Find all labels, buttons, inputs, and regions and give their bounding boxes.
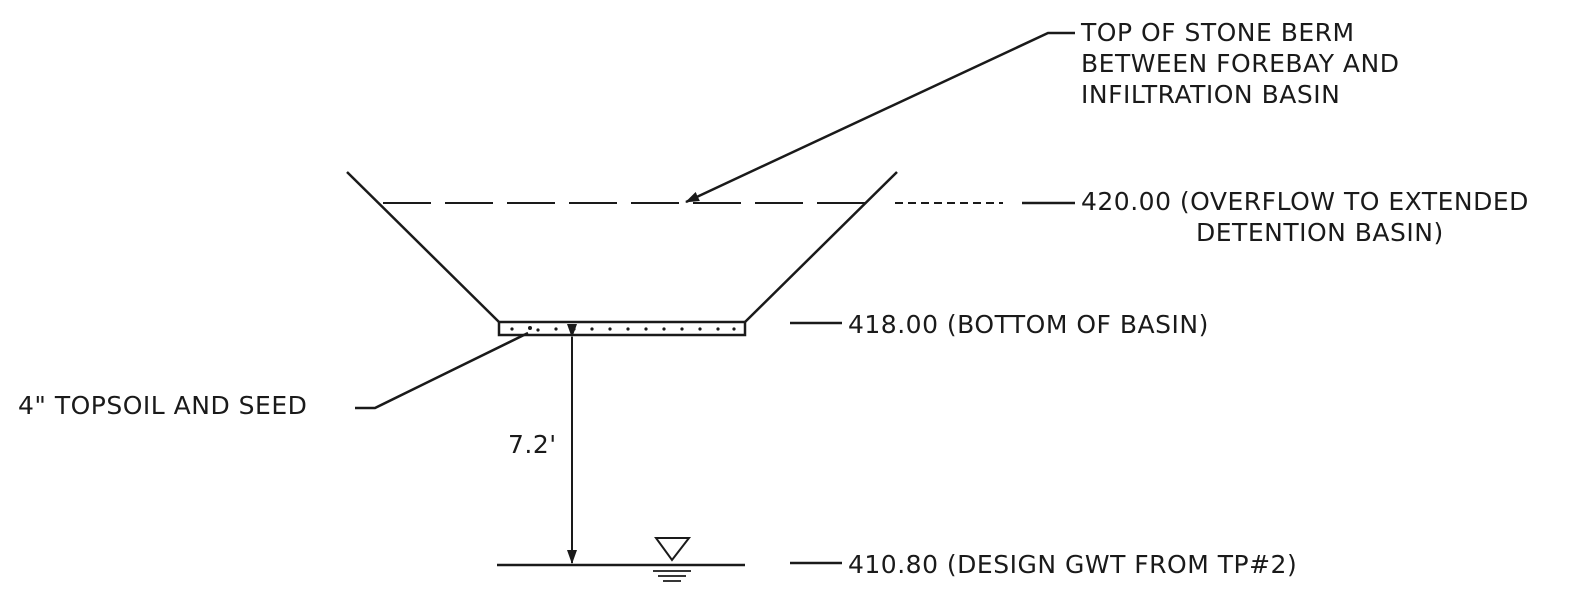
berm-label: TOP OF STONE BERM BETWEEN FOREBAY AND IN… [1081,17,1399,110]
berm-leader-arrow [685,31,1075,204]
bottom-of-basin-label: 418.00 (BOTTOM OF BASIN) [848,310,1209,339]
topsoil-dots [510,326,736,332]
depth-dimension-label: 7.2' [508,430,557,459]
berm-label-line-3: INFILTRATION BASIN [1081,80,1341,109]
topsoil-leader [355,331,529,410]
right-side-slope [743,171,898,324]
groundwater-label: 410.80 (DESIGN GWT FROM TP#2) [848,550,1298,579]
overflow-label: 420.00 (OVERFLOW TO EXTENDED DETENTION B… [1081,186,1529,248]
topsoil-layer [497,320,747,337]
topsoil-label: 4" TOPSOIL AND SEED [18,391,308,420]
water-table-hatch-icon [653,570,691,582]
water-table-symbol-icon [654,537,692,562]
berm-label-line-2: BETWEEN FOREBAY AND [1081,49,1400,78]
overflow-label-line-2: DETENTION BASIN) [1196,218,1444,247]
berm-label-line-1: TOP OF STONE BERM [1081,18,1355,47]
overflow-label-line-1: 420.00 (OVERFLOW TO EXTENDED [1081,187,1529,216]
left-side-slope [346,171,501,324]
